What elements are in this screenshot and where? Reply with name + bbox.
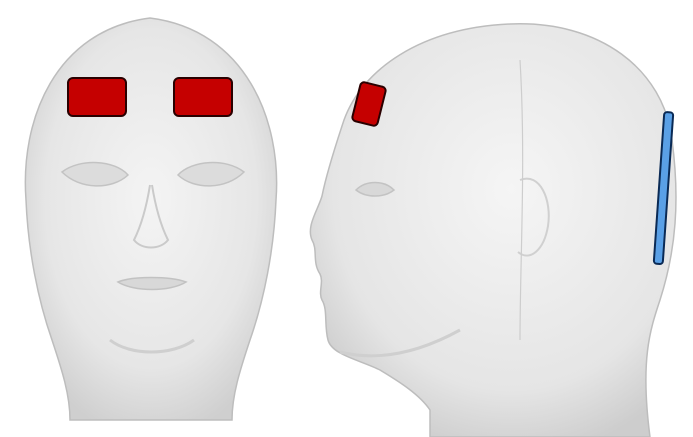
red-pad-front-left	[174, 78, 232, 116]
front-head	[25, 18, 276, 420]
side-head	[310, 24, 676, 437]
front-head-outline	[25, 18, 276, 420]
red-pad-front-right	[68, 78, 126, 116]
